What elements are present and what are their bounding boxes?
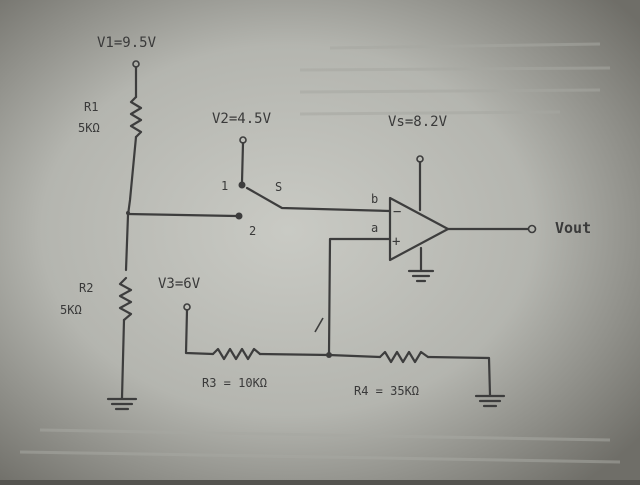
v3-label: V3=6V bbox=[158, 276, 201, 292]
r4-label: R4 = 35KΩ bbox=[354, 384, 419, 398]
r1-name: R1 bbox=[84, 100, 98, 114]
vout-terminal bbox=[527, 224, 537, 234]
wire-v3-down bbox=[184, 308, 215, 356]
switch-pos2-contact bbox=[235, 212, 243, 220]
bleed-through-lines bbox=[19, 42, 621, 464]
switch-pos2-label: 2 bbox=[249, 224, 256, 238]
wire-r1-to-node bbox=[124, 135, 138, 272]
wire-node-to-switch2 bbox=[126, 212, 238, 218]
switch-name: S bbox=[275, 180, 282, 194]
input-b-label: b bbox=[371, 192, 378, 206]
r2-name: R2 bbox=[79, 281, 93, 295]
input-a-label: a bbox=[371, 221, 378, 235]
r1-value: 5KΩ bbox=[78, 121, 100, 135]
tick-mark bbox=[314, 317, 324, 333]
v1-label: V1=9.5V bbox=[97, 35, 157, 51]
r3-resistor bbox=[211, 347, 262, 361]
switch-pos1-contact bbox=[238, 181, 246, 189]
r3-label: R3 = 10KΩ bbox=[202, 376, 267, 390]
wire-r3-node bbox=[258, 352, 331, 357]
wire-plus-input bbox=[327, 237, 392, 356]
switch-arm bbox=[245, 186, 392, 213]
switch-pos1-label: 1 bbox=[221, 179, 228, 193]
vout-label: Vout bbox=[555, 219, 591, 237]
wire-node-r4 bbox=[327, 353, 382, 359]
r1-resistor bbox=[129, 95, 143, 139]
r2-value: 5KΩ bbox=[60, 303, 82, 317]
wire-r4-ground bbox=[426, 355, 492, 397]
wire-v2-down bbox=[240, 141, 245, 184]
wire-r2-ground bbox=[120, 318, 126, 400]
v2-label: V2=4.5V bbox=[212, 111, 272, 127]
ground-opamp-icon bbox=[407, 269, 435, 283]
ground-left-icon bbox=[106, 397, 138, 411]
vs-label: Vs=8.2V bbox=[388, 114, 448, 130]
opamp-minus-sign: − bbox=[393, 204, 401, 220]
opamp-plus-sign: + bbox=[392, 234, 400, 250]
r2-resistor bbox=[118, 276, 133, 322]
opamp-icon bbox=[388, 196, 450, 262]
ground-right-icon bbox=[474, 394, 506, 408]
r4-resistor bbox=[378, 350, 430, 364]
